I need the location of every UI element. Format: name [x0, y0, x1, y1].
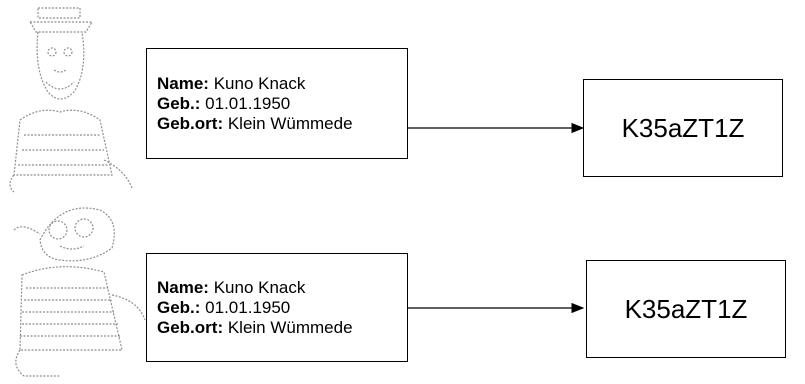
person-illustration-top — [9, 7, 133, 193]
record-name-line: Name: Kuno Knack — [157, 278, 407, 298]
name-label: Name: — [157, 73, 209, 93]
place-value: Klein Wümmede — [223, 113, 353, 133]
pseudonym-code: K35aZT1Z — [621, 112, 745, 143]
birth-label: Geb.: — [157, 297, 201, 317]
pseudonym-box-bottom: K35aZT1Z — [586, 260, 786, 358]
name-value: Kuno Knack — [208, 73, 306, 93]
record-birth-line: Geb.: 01.01.1950 — [157, 94, 407, 114]
name-label: Name: — [157, 277, 209, 297]
place-label: Geb.ort: — [157, 113, 224, 133]
birth-value: 01.01.1950 — [200, 297, 291, 317]
pseudonym-code: K35aZT1Z — [624, 293, 748, 324]
place-label: Geb.ort: — [157, 317, 224, 337]
record-place-line: Geb.ort: Klein Wümmede — [157, 318, 407, 338]
person-illustration-bottom — [13, 207, 146, 377]
record-name-line: Name: Kuno Knack — [157, 74, 407, 94]
record-place-line: Geb.ort: Klein Wümmede — [157, 114, 407, 134]
birth-label: Geb.: — [157, 93, 201, 113]
record-birth-line: Geb.: 01.01.1950 — [157, 298, 407, 318]
person-record-top: Name: Kuno Knack Geb.: 01.01.1950 Geb.or… — [146, 48, 408, 159]
person-record-bottom: Name: Kuno Knack Geb.: 01.01.1950 Geb.or… — [146, 253, 408, 362]
name-value: Kuno Knack — [208, 277, 306, 297]
place-value: Klein Wümmede — [223, 317, 353, 337]
birth-value: 01.01.1950 — [200, 93, 291, 113]
pseudonym-box-top: K35aZT1Z — [583, 79, 783, 177]
